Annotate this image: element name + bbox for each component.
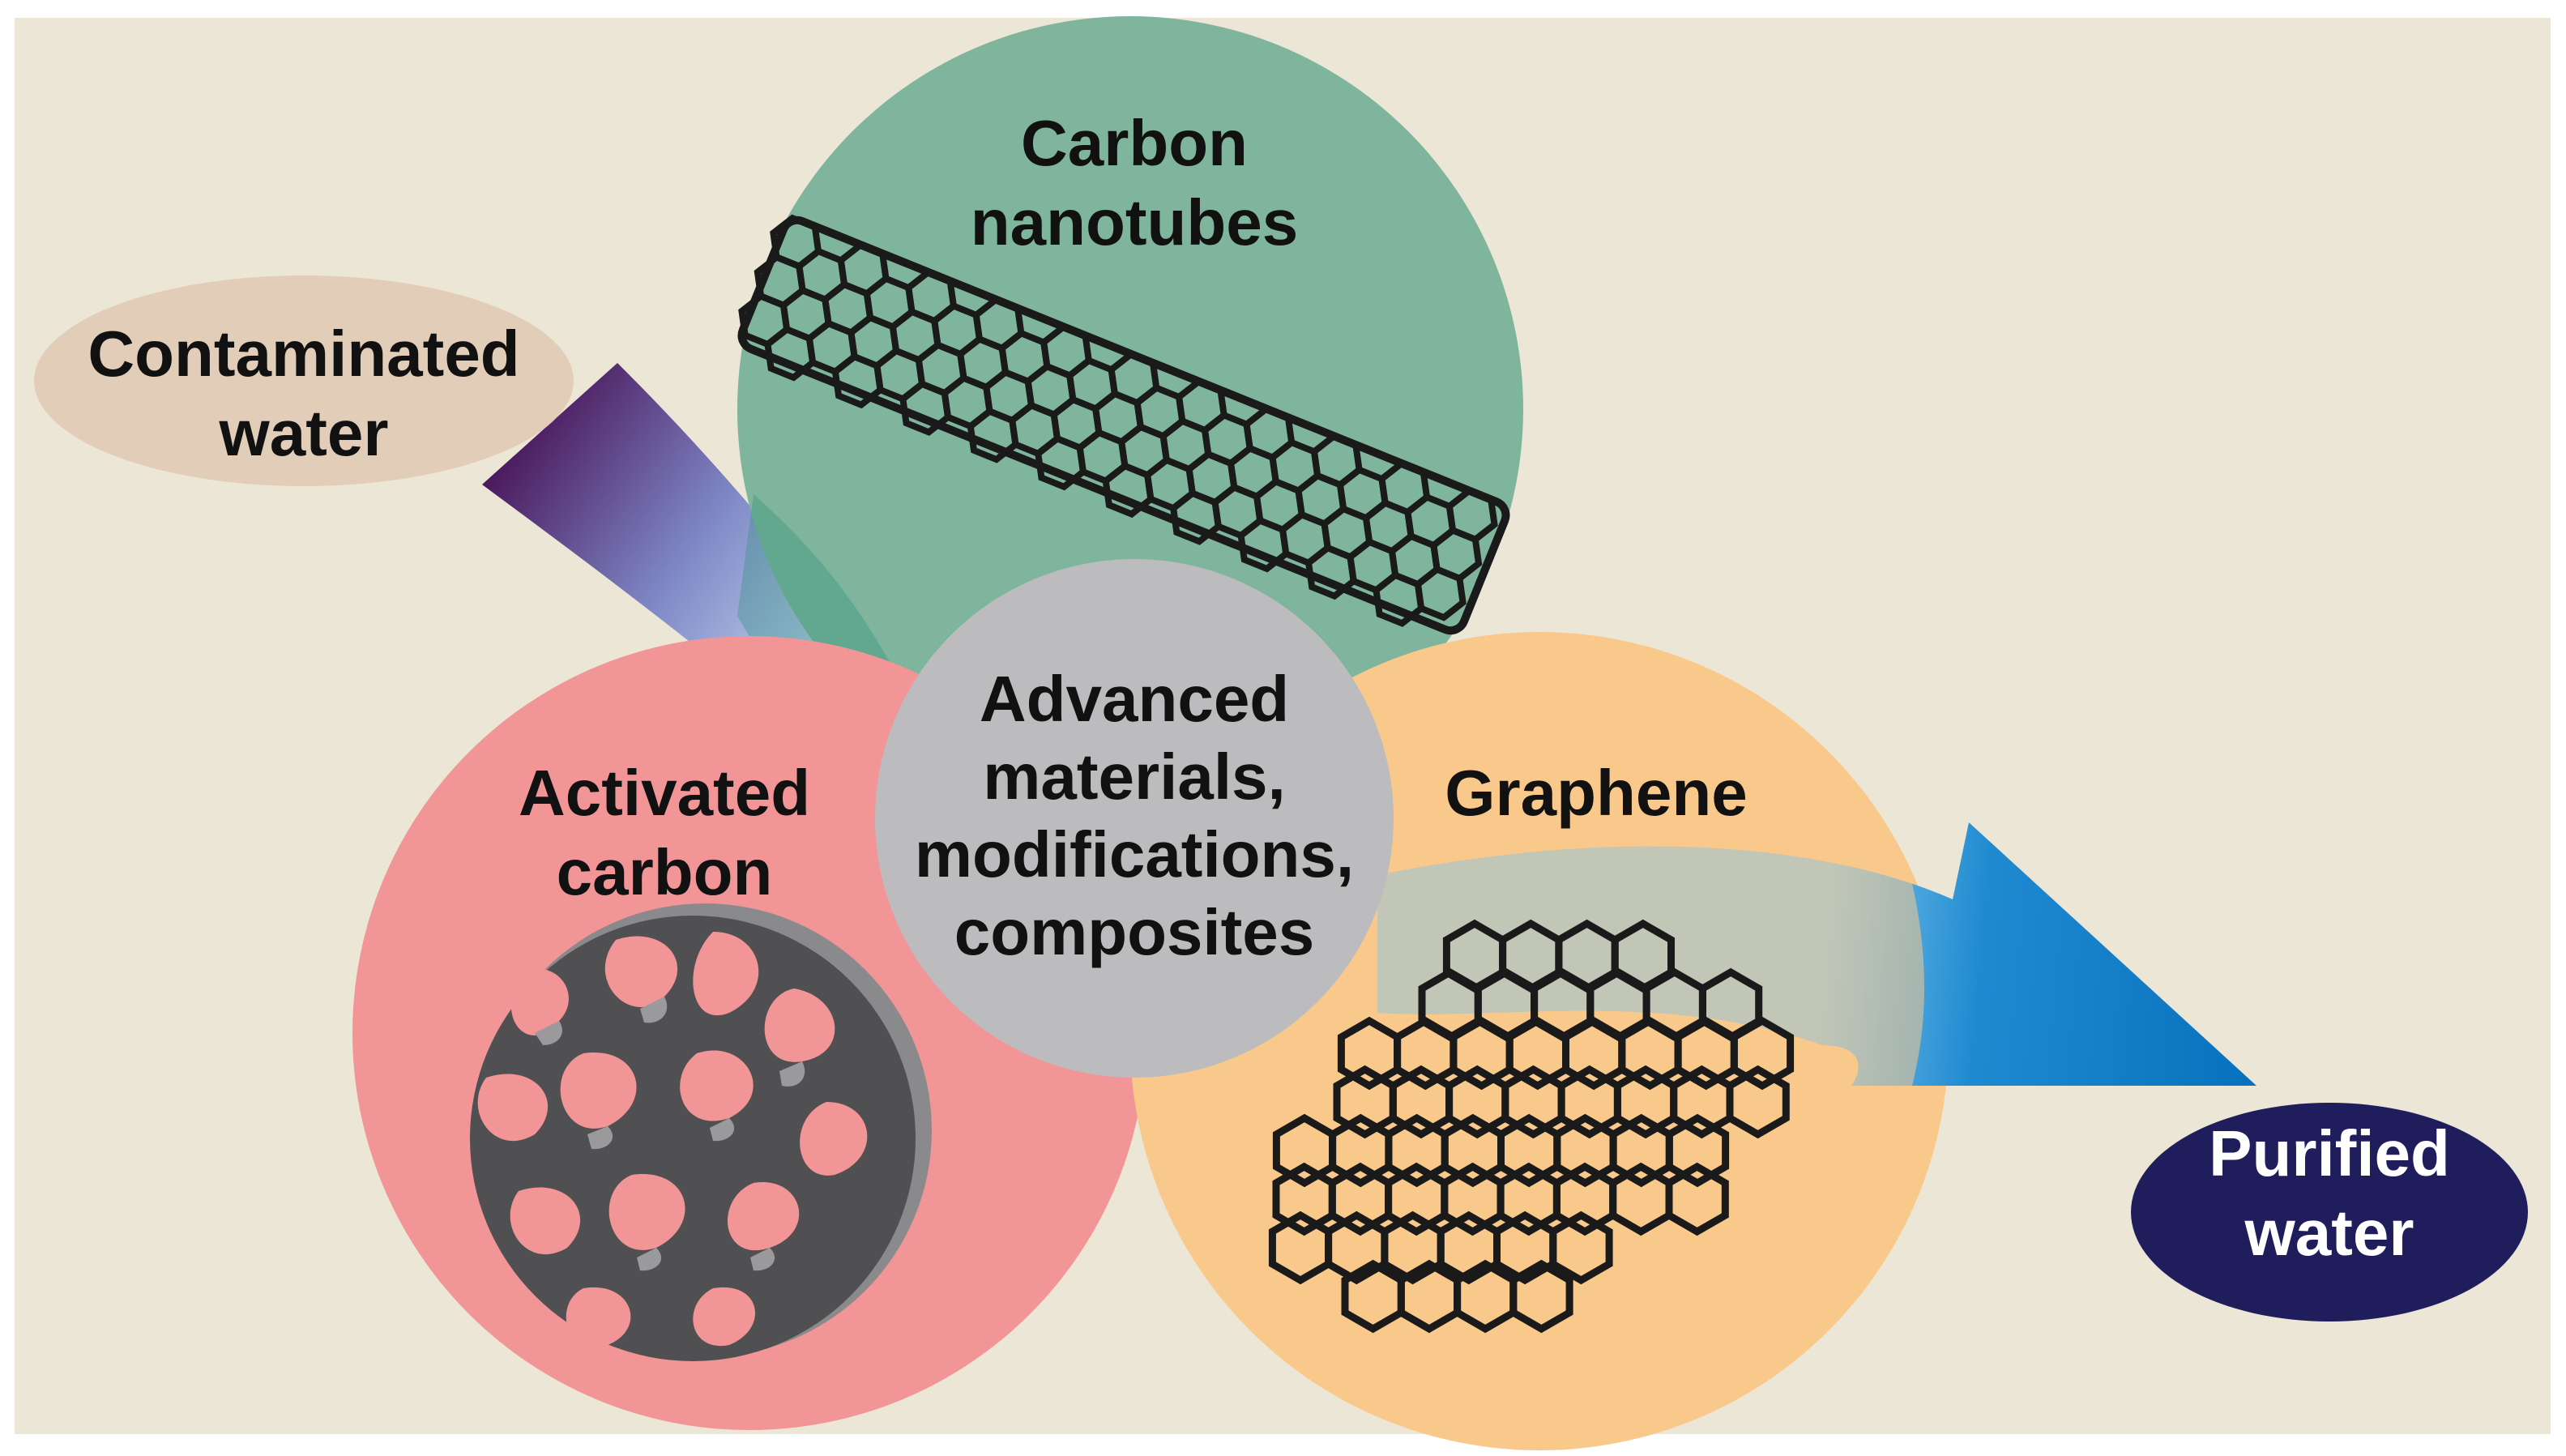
graphene-hexagon [1726,1065,1790,1139]
contaminated-label-line-2: water [219,396,389,469]
graphene-lattice [1268,919,1795,1334]
graphene-hexagon [1730,1016,1795,1091]
center-label-line-2: materials, [983,741,1286,813]
activated-label-line-1: Activated [518,757,811,829]
center-label-line-1: Advanced [979,663,1290,735]
purified-water-label: Purified water [2139,1114,2520,1272]
activated-label-line-2: carbon [556,835,773,908]
center-label: Advanced materials, modifications, compo… [883,660,1385,971]
graphene-hexagon [1665,1113,1730,1188]
outflow-arrow-overlay [1377,844,1924,1086]
purified-label-line-1: Purified [2209,1117,2450,1189]
contaminated-water-ellipse [34,275,574,486]
center-label-line-3: modifications, [914,818,1355,890]
purified-water-ellipse [2131,1103,2528,1322]
center-circle [875,559,1394,1078]
contaminated-water-label: Contaminated water [32,314,575,472]
nanotube-structure [737,214,1510,635]
nanotubes-label-line-1: Carbon [1021,107,1248,179]
purified-label-line-2: water [2244,1196,2414,1269]
graphene-label-line-1: Graphene [1445,757,1748,829]
graphene-hexagon [1549,1210,1613,1285]
graphene-hexagon [1665,1162,1729,1236]
graphene-label: Graphene [1377,754,1815,833]
nanotubes-label-line-2: nanotubes [970,186,1299,258]
center-label-line-4: composites [954,896,1315,968]
activated-carbon-label: Activated carbon [470,754,859,912]
carbon-nanotubes-label: Carbon nanotubes [891,104,1377,262]
nanotube-hexagon [1414,566,1467,621]
activated-carbon-particle [470,903,932,1361]
contaminated-label-line-1: Contaminated [88,318,520,390]
nanotubes-circle [737,16,1523,802]
graphene-hexagon [1509,1259,1573,1334]
